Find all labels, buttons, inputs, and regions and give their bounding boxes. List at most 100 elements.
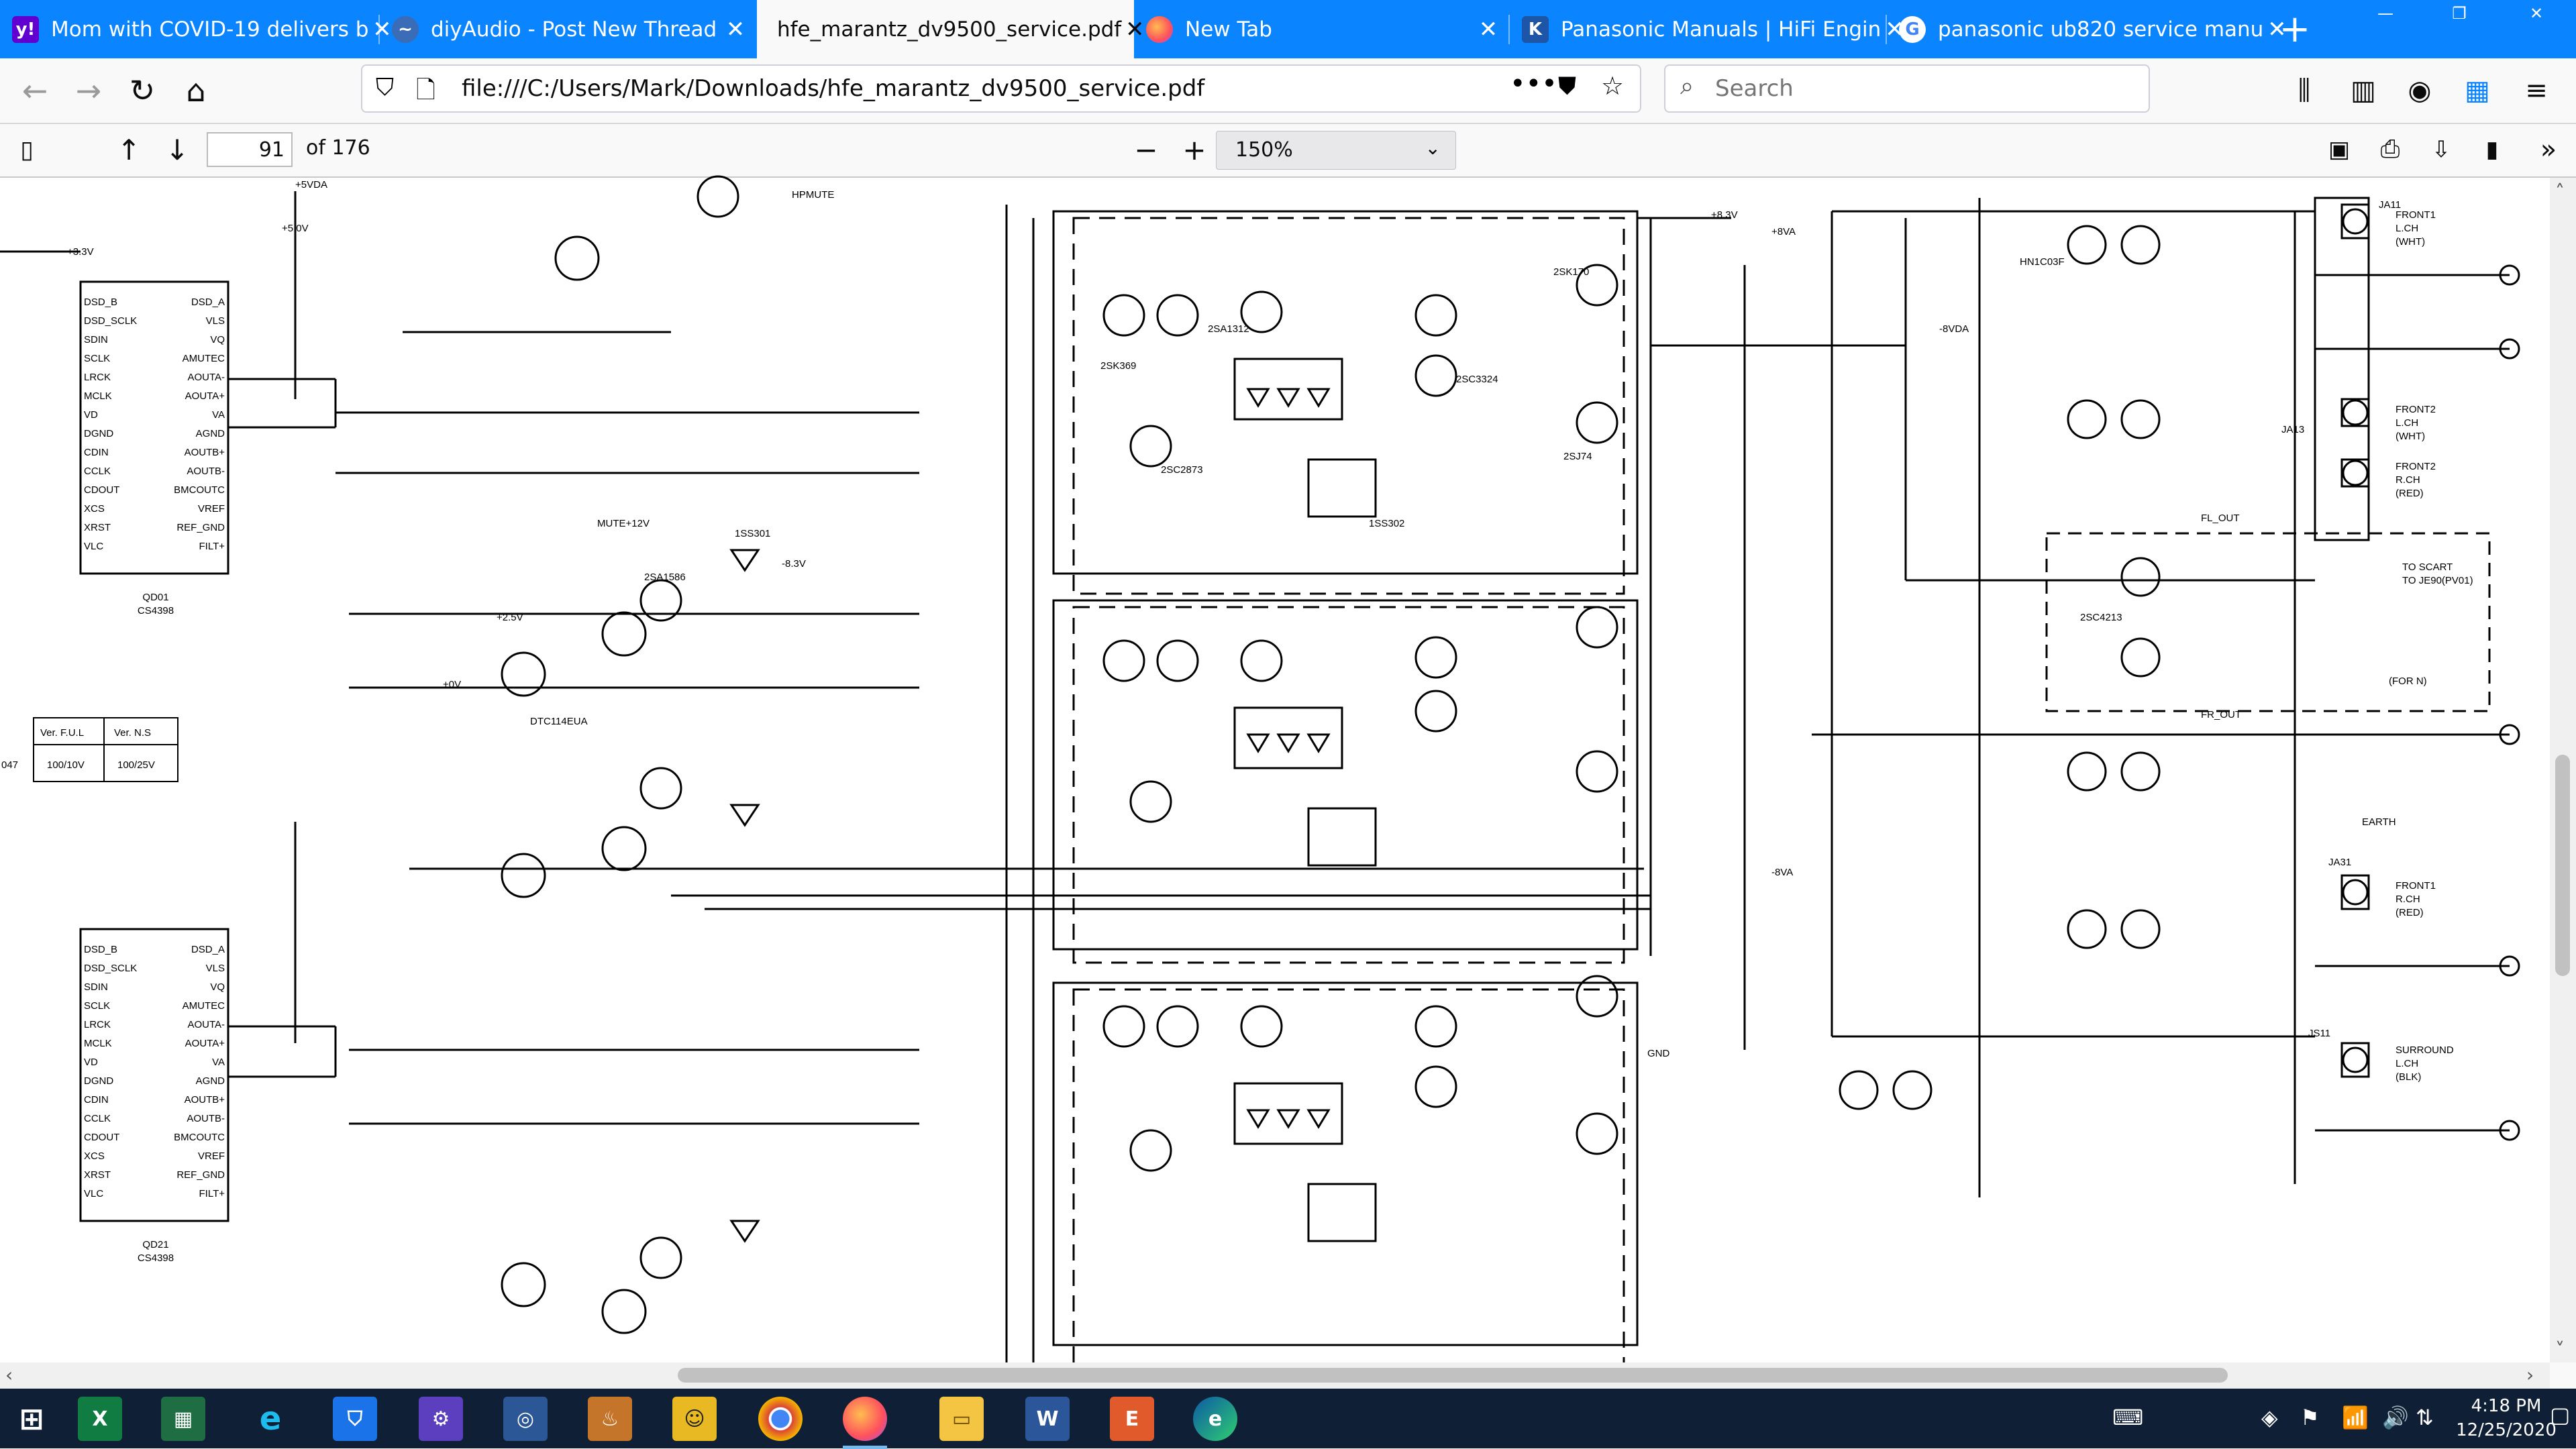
scroll-up-icon[interactable]: ˄: [2555, 180, 2565, 203]
minimize-icon[interactable]: —: [2377, 4, 2393, 23]
forward-icon[interactable]: →: [75, 72, 102, 109]
vertical-scrollbar[interactable]: ˄ ˅: [2550, 178, 2576, 1362]
schem-label: FILT+: [199, 541, 225, 552]
tab-google[interactable]: G panasonic ub820 service manu ✕: [1887, 0, 2287, 58]
print-icon[interactable]: ⎙: [2380, 136, 2400, 163]
new-tab-button[interactable]: +: [2279, 7, 2311, 51]
network-icon[interactable]: 📶: [2342, 1405, 2369, 1430]
scroll-right-icon[interactable]: ›: [2526, 1364, 2534, 1386]
close-icon[interactable]: ✕: [2267, 15, 2287, 43]
excel-document-icon[interactable]: ▦: [161, 1397, 205, 1441]
tab-diyaudio[interactable]: ~ diyAudio - Post New Thread ✕: [380, 0, 757, 58]
close-icon[interactable]: ✕: [372, 15, 392, 43]
file-explorer-icon[interactable]: ▭: [939, 1397, 984, 1441]
firefox-taskbar-icon[interactable]: [843, 1397, 887, 1449]
vertical-scroll-thumb[interactable]: [2555, 755, 2570, 976]
schem-label: VLS: [206, 963, 225, 974]
start-windows-icon[interactable]: ⊞: [19, 1401, 44, 1436]
app-icon[interactable]: E: [1110, 1397, 1154, 1441]
schem-label: DTC114EUA: [530, 716, 588, 727]
schem-label: AOUTB-: [187, 1113, 225, 1124]
screenshot-app-icon[interactable]: ◎: [503, 1397, 548, 1441]
schem-label: VD: [84, 409, 98, 421]
zoom-in-icon[interactable]: +: [1182, 133, 1206, 166]
schem-label: DSD_SCLK: [84, 315, 137, 327]
jack-color: (RED): [2395, 907, 2424, 918]
reload-icon[interactable]: ↻: [129, 72, 156, 109]
security-shield-icon[interactable]: ⛉: [333, 1397, 377, 1441]
edge-icon[interactable]: e: [1193, 1397, 1237, 1441]
schem-label: GND: [1647, 1048, 1670, 1059]
page-actions-icon[interactable]: •••: [1510, 68, 1557, 99]
shield-icon[interactable]: ⛉: [376, 74, 395, 101]
previous-page-icon[interactable]: ↑: [117, 133, 141, 166]
search-input[interactable]: [1715, 66, 2118, 111]
notifications-icon[interactable]: ▢: [2550, 1402, 2571, 1428]
language-icon[interactable]: ⇅: [2416, 1405, 2434, 1430]
volume-icon[interactable]: 🔊: [2382, 1405, 2409, 1430]
schem-label: VD: [84, 1057, 98, 1068]
schem-label: FILT+: [199, 1188, 225, 1199]
smiley-app-icon[interactable]: ☺: [672, 1397, 717, 1441]
tab-hifiengine[interactable]: K Panasonic Manuals | HiFi Engin ✕: [1510, 0, 1904, 58]
settings-gear-icon[interactable]: ⚙: [419, 1397, 463, 1441]
next-page-icon[interactable]: ↓: [165, 133, 189, 166]
horizontal-scroll-thumb[interactable]: [678, 1368, 2228, 1383]
toggle-sidebar-icon[interactable]: ▯: [20, 136, 34, 164]
tools-chevron-icon[interactable]: »: [2540, 134, 2557, 165]
schem-label: DSD_B: [84, 944, 117, 955]
photo-app-icon[interactable]: ♨: [588, 1397, 632, 1441]
pdf-viewer[interactable]: DSD_B DSD_SCLK SDIN SCLK LRCK MCLK VD DG…: [0, 175, 2550, 1366]
window-close-icon[interactable]: ✕: [2529, 4, 2544, 23]
schem-label: DSD_SCLK: [84, 963, 137, 974]
search-bar[interactable]: ⌕: [1664, 64, 2150, 113]
close-icon[interactable]: ✕: [1125, 15, 1145, 43]
flag-icon[interactable]: ⚑: [2300, 1405, 2320, 1430]
page-count: of 176: [306, 136, 370, 160]
schem-label: DSD_A: [191, 297, 225, 308]
presentation-mode-icon[interactable]: ▣: [2328, 136, 2351, 163]
schem-label: 2SC3324: [1456, 374, 1498, 385]
excel-icon[interactable]: X: [78, 1397, 122, 1441]
jack-color: (BLK): [2395, 1071, 2421, 1083]
scroll-down-icon[interactable]: ˅: [2555, 1338, 2565, 1360]
jack-ch: L.CH: [2395, 1058, 2418, 1069]
word-icon[interactable]: W: [1025, 1397, 1070, 1441]
restore-icon[interactable]: ❐: [2452, 4, 2467, 23]
tab-pdf[interactable]: hfe_marantz_dv9500_service.pdf ✕: [757, 0, 1144, 58]
schem-label: CCLK: [84, 466, 111, 477]
chevron-down-icon: ⌄: [1425, 137, 1441, 159]
zoom-select[interactable]: 150% ⌄: [1216, 131, 1456, 170]
zoom-out-icon[interactable]: −: [1134, 133, 1158, 166]
clock[interactable]: 4:18 PM 12/25/2020: [2456, 1396, 2557, 1440]
sidebar-icon[interactable]: ▥: [2351, 75, 2376, 106]
home-icon[interactable]: ⌂: [186, 72, 206, 109]
pocket-icon[interactable]: ⛊: [1558, 72, 1577, 100]
close-icon[interactable]: ✕: [725, 15, 745, 43]
schem-label: AGND: [196, 1075, 225, 1087]
menu-icon[interactable]: ≡: [2525, 75, 2548, 106]
bookmark-icon[interactable]: ▮: [2485, 136, 2499, 163]
schem-label: MCLK: [84, 390, 112, 402]
close-icon[interactable]: ✕: [1478, 15, 1498, 43]
schem-label: EARTH: [2362, 816, 2396, 828]
internet-explorer-icon[interactable]: e: [259, 1400, 282, 1438]
url-text[interactable]: file:///C:/Users/Mark/Downloads/hfe_mara…: [462, 75, 1205, 102]
keyboard-icon[interactable]: ⌨: [2112, 1405, 2144, 1430]
tab-new-tab[interactable]: New Tab ✕: [1134, 0, 1510, 58]
schem-label: CDOUT: [84, 484, 119, 496]
extensions-icon[interactable]: ▦: [2465, 75, 2490, 106]
url-bar[interactable]: ⛉ 🗋 file:///C:/Users/Mark/Downloads/hfe_…: [361, 64, 1641, 113]
account-icon[interactable]: ◉: [2408, 75, 2432, 106]
library-icon[interactable]: ⫼: [2298, 75, 2311, 106]
chrome-icon[interactable]: [758, 1397, 803, 1441]
scroll-left-icon[interactable]: ‹: [5, 1364, 13, 1386]
back-icon[interactable]: ←: [21, 72, 48, 109]
tab-yahoo[interactable]: y! Mom with COVID-19 delivers b ✕: [0, 0, 392, 58]
horizontal-scrollbar[interactable]: ‹ ›: [0, 1362, 2550, 1389]
tray-icon[interactable]: ◈: [2261, 1405, 2278, 1430]
save-icon[interactable]: ⇩: [2431, 136, 2451, 163]
bookmark-star-icon[interactable]: ☆: [1601, 71, 1625, 101]
schem-label: +2.5V: [497, 612, 523, 623]
page-number-input[interactable]: [207, 132, 293, 167]
